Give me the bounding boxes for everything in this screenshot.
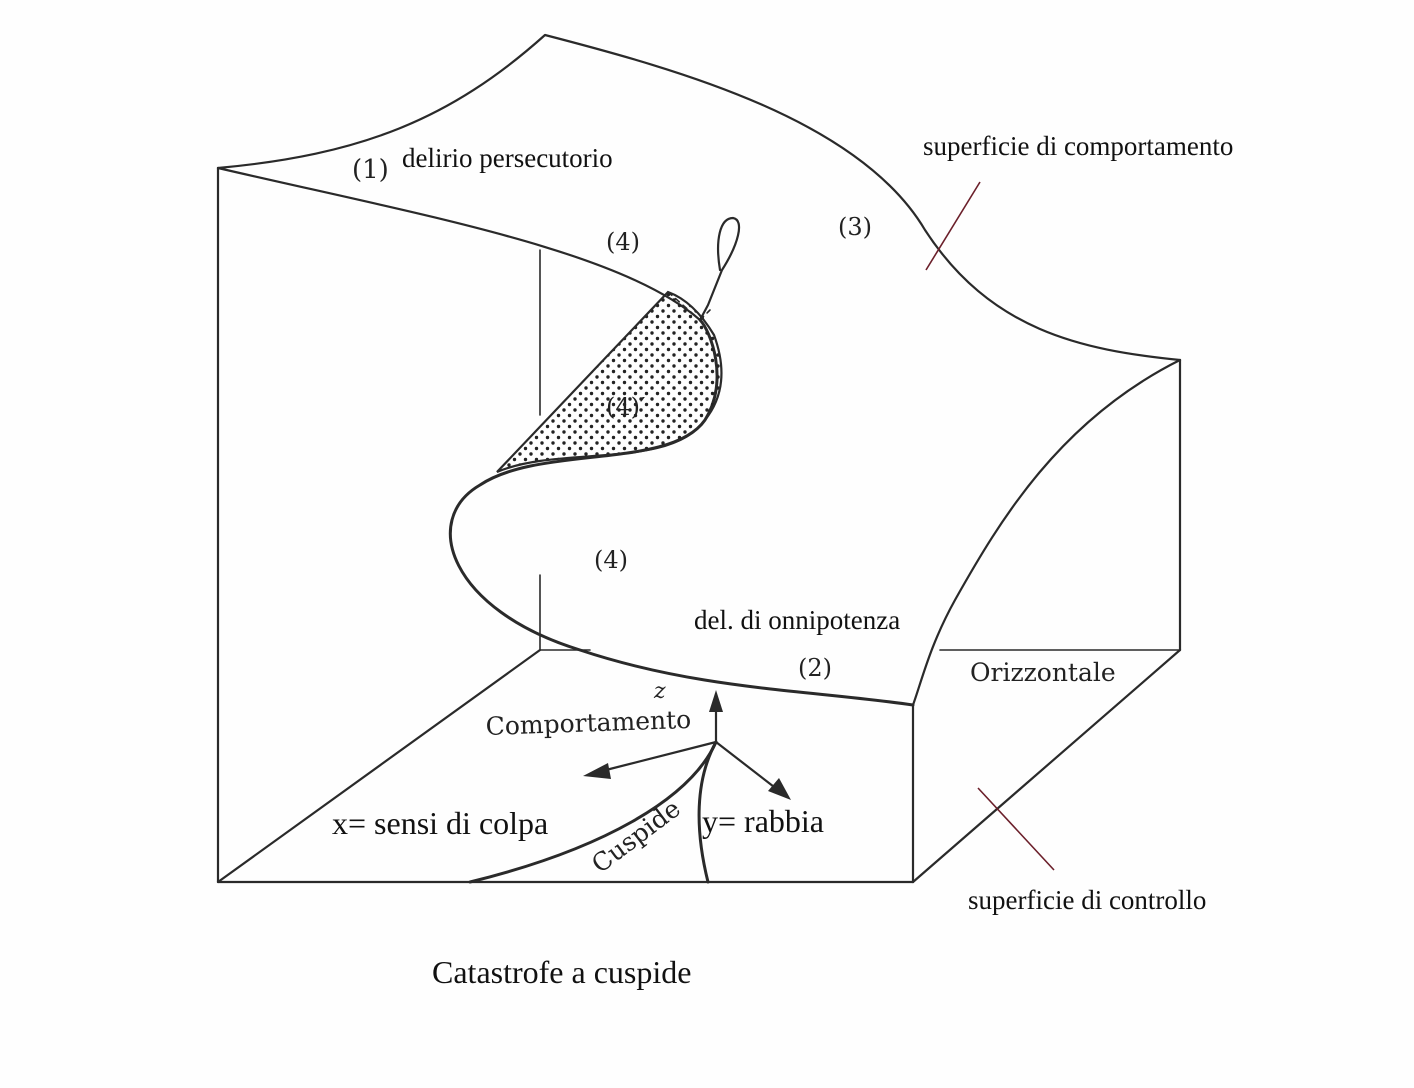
- label-del-onnipotenza: del. di onnipotenza: [694, 605, 900, 635]
- label-region-2: (2): [798, 654, 832, 682]
- label-z-axis: z: [653, 679, 666, 704]
- pointer-behaviour-surface: [925, 181, 981, 271]
- fold-region-4-prime: [496, 290, 723, 474]
- label-region-4-prime: (4)′: [606, 393, 645, 421]
- label-comportamento: Comportamento: [485, 705, 691, 741]
- label-delirio-persecutorio: delirio persecutorio: [402, 143, 613, 173]
- behaviour-surface: [216, 33, 1182, 707]
- z-arrowhead: [709, 690, 723, 712]
- label-region-4-top: (4): [606, 228, 640, 256]
- cusp-right-branch: [697, 740, 718, 884]
- label-y-axis: y= rabbia: [702, 803, 824, 839]
- label-superficie-controllo: superficie di controllo: [968, 885, 1206, 915]
- label-x-axis: x= sensi di colpa: [332, 805, 548, 841]
- label-orizzontale: Orizzontale: [970, 658, 1116, 687]
- y-arrowhead: [768, 778, 791, 800]
- cusp-left-branch: [468, 740, 718, 884]
- x-arrowhead: [583, 763, 611, 779]
- label-region-1: (1): [352, 155, 389, 185]
- label-superficie-comportamento: superficie di comportamento: [923, 131, 1233, 161]
- control-axes: [468, 690, 791, 884]
- label-region-4-mid: (4): [594, 546, 628, 574]
- diagram-caption: Catastrofe a cuspide: [432, 954, 691, 990]
- label-region-3: (3): [838, 213, 872, 241]
- box-frame: [216, 166, 1182, 884]
- pointer-control-surface: [977, 787, 1055, 871]
